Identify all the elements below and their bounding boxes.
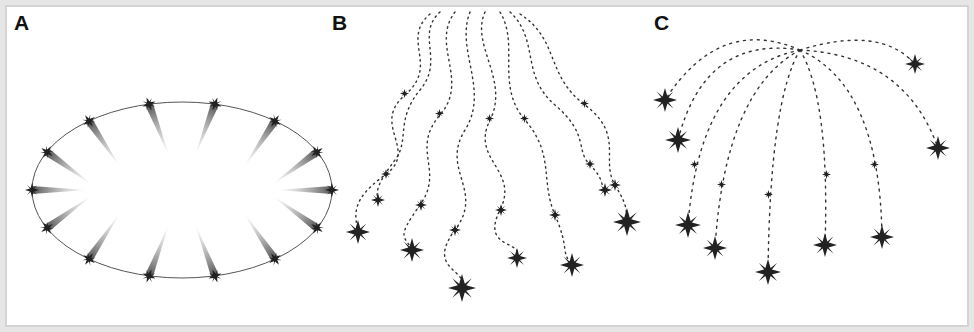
wavy-stars: [346, 89, 641, 302]
panel-letter: B: [332, 12, 347, 33]
panel-letter: C: [654, 12, 669, 33]
willow-stars: [653, 54, 950, 285]
ring-burst: [25, 95, 339, 285]
wavy-burst: [356, 12, 627, 288]
panel-ground: [6, 6, 968, 326]
panel-letter: A: [14, 12, 29, 33]
willow-burst: [665, 40, 938, 272]
